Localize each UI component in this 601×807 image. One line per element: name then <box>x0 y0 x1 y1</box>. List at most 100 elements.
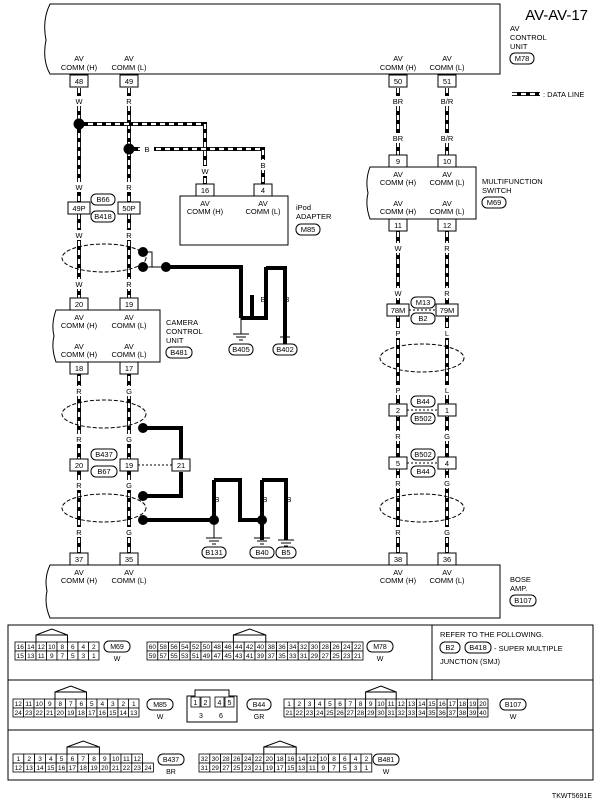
cavity-number: 34 <box>289 644 297 651</box>
svg-text:B437: B437 <box>95 450 113 459</box>
svg-text:W: W <box>75 231 83 240</box>
cavity-number: 15 <box>47 765 55 772</box>
svg-text:R: R <box>76 435 82 444</box>
cavity-number: 38 <box>459 710 467 717</box>
cavity-number: 18 <box>80 765 88 772</box>
cavity-number: 7 <box>332 765 336 772</box>
svg-text:19: 19 <box>125 300 133 309</box>
svg-text:COMM (L): COMM (L) <box>112 321 147 330</box>
svg-text:B: B <box>260 295 265 304</box>
svg-text:AV: AV <box>258 199 267 208</box>
cavity-number: 24 <box>15 710 23 717</box>
cavity-number: 5 <box>328 701 332 708</box>
cavity-number: 6 <box>338 701 342 708</box>
svg-text:COMM (H): COMM (H) <box>61 576 98 585</box>
svg-text:BOSE: BOSE <box>510 575 531 584</box>
svg-text:B: B <box>214 495 219 504</box>
shields <box>61 243 465 523</box>
cavity-number: 33 <box>289 653 297 660</box>
svg-text:W: W <box>75 183 83 192</box>
cavity-number: 4 <box>218 700 222 707</box>
cavity-number: 20 <box>101 765 109 772</box>
cavity-number: 17 <box>449 701 457 708</box>
connector-name: M69 <box>110 644 124 651</box>
svg-text:P: P <box>395 329 400 338</box>
svg-text:COMM (H): COMM (H) <box>380 178 417 187</box>
svg-text:AV: AV <box>442 54 451 63</box>
svg-text:COMM (L): COMM (L) <box>246 207 281 216</box>
svg-text:35: 35 <box>125 555 133 564</box>
svg-text:AMP.: AMP. <box>510 584 527 593</box>
svg-text:CAMERA: CAMERA <box>166 318 198 327</box>
cavity-number: 3 <box>308 701 312 708</box>
cavity-number: 23 <box>306 710 314 717</box>
cavity-number: 17 <box>88 710 96 717</box>
svg-text:AV: AV <box>74 313 83 322</box>
svg-text:B67: B67 <box>97 467 110 476</box>
connector-b481-tag: B481 <box>170 348 188 357</box>
svg-text:4: 4 <box>445 459 449 468</box>
svg-text:10: 10 <box>443 157 451 166</box>
ground-b40: B40 <box>249 525 275 559</box>
cavity-number: 35 <box>278 653 286 660</box>
svg-text:COMM (L): COMM (L) <box>112 350 147 359</box>
svg-text:AV: AV <box>393 199 402 208</box>
svg-text:R: R <box>395 528 401 537</box>
cavity-number: 4 <box>49 756 53 763</box>
svg-text:COMM (H): COMM (H) <box>380 207 417 216</box>
svg-text:R: R <box>395 479 401 488</box>
svg-text:16: 16 <box>201 186 209 195</box>
svg-text:REFER TO THE FOLLOWING.: REFER TO THE FOLLOWING. <box>440 630 544 639</box>
cavity-number: 25 <box>326 710 334 717</box>
cavity-number: 15 <box>109 710 117 717</box>
svg-text:20: 20 <box>75 300 83 309</box>
cavity-number: 4 <box>100 701 104 708</box>
svg-text:38: 38 <box>394 555 402 564</box>
cavity-number: 57 <box>160 653 168 660</box>
cavity-number: 12 <box>134 756 142 763</box>
cavity-number: 1 <box>287 701 291 708</box>
cavity-number: 16 <box>99 710 107 717</box>
cavity-number: 44 <box>235 644 243 651</box>
svg-text:R: R <box>444 289 450 298</box>
cavity-number: 43 <box>235 653 243 660</box>
cavity-number: 12 <box>15 701 23 708</box>
cavity-number: 22 <box>354 644 362 651</box>
svg-text:AV: AV <box>393 54 402 63</box>
svg-text:COMM (L): COMM (L) <box>430 63 465 72</box>
cavity-number: 7 <box>348 701 352 708</box>
svg-text:50: 50 <box>394 77 402 86</box>
svg-text:P: P <box>395 386 400 395</box>
page-title: AV-AV-17 <box>525 7 588 24</box>
cavity-number: 28 <box>222 756 230 763</box>
svg-text:COMM (L): COMM (L) <box>430 207 465 216</box>
cavity-number: 38 <box>268 644 276 651</box>
cavity-number: 23 <box>134 765 142 772</box>
svg-text:W: W <box>75 97 83 106</box>
cavity-number: 27 <box>347 710 355 717</box>
cavity-number: 1 <box>92 653 96 660</box>
svg-text:17: 17 <box>125 364 133 373</box>
connector-color: W <box>377 656 384 663</box>
cavity-number: 14 <box>27 644 35 651</box>
svg-text:G: G <box>126 387 132 396</box>
svg-text:B44: B44 <box>416 397 429 406</box>
cavity-number: 10 <box>36 701 44 708</box>
svg-text:- SUPER MULTIPLE: - SUPER MULTIPLE <box>494 644 563 653</box>
wire-color-labels: W R BR B/R B W B BR B/R W R W R W R W R … <box>72 96 456 537</box>
cavity-number: 19 <box>266 765 274 772</box>
cavity-number: 2 <box>92 644 96 651</box>
svg-text:BR: BR <box>393 134 404 143</box>
svg-text:AV: AV <box>74 54 83 63</box>
cavity-number: 34 <box>418 710 426 717</box>
cavity-number: 8 <box>92 756 96 763</box>
cavity-number: 17 <box>69 765 77 772</box>
svg-text:B418: B418 <box>469 643 487 652</box>
svg-text:78M: 78M <box>391 306 406 315</box>
cavity-number: 8 <box>332 756 336 763</box>
svg-text:B44: B44 <box>416 467 429 476</box>
cavity-number: 12 <box>15 765 23 772</box>
